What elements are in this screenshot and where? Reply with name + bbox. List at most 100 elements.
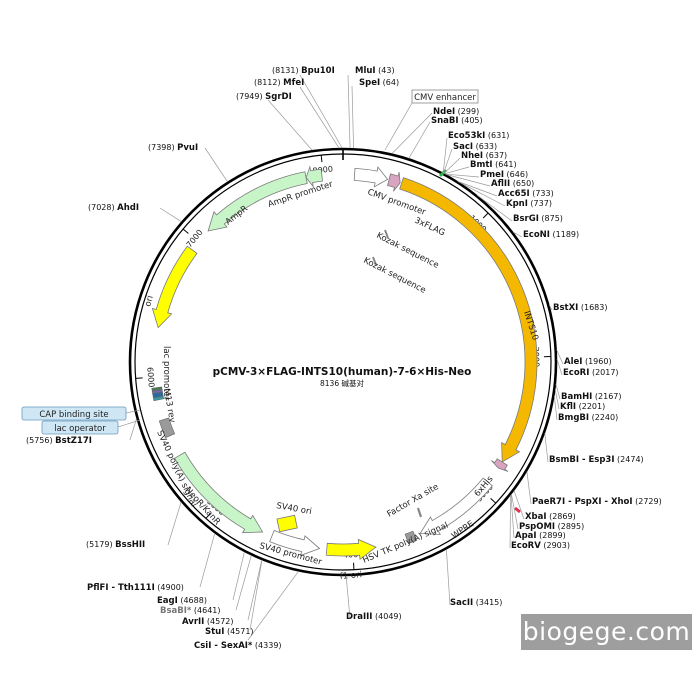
site-position: (5756) — [26, 436, 55, 445]
site-name: NdeI — [433, 107, 455, 117]
site-name: KflI — [560, 402, 576, 412]
feature-6xhis — [491, 458, 509, 472]
site-position: (64) — [380, 78, 399, 87]
site-leader — [445, 174, 491, 187]
plasmid-size: 8136 碱基对 — [320, 378, 364, 388]
site-name: Acc65I — [498, 189, 530, 199]
site-name: EagI — [157, 596, 178, 606]
lac-operator-label: lac operator — [54, 424, 106, 434]
site-position: (2869) — [547, 512, 576, 521]
site-name: ApaI — [515, 531, 537, 541]
site-leader — [299, 74, 343, 149]
tick-mark — [135, 377, 143, 379]
site-label: (8112) MfeI — [254, 78, 304, 88]
site-leader — [509, 495, 511, 549]
site-name: PflFI - Tth111I — [87, 583, 155, 593]
site-position: (2201) — [576, 402, 605, 411]
site-name: BsrGI — [513, 214, 539, 224]
site-name: BssHII — [115, 540, 145, 550]
site-label: (5756) BstZ17I — [26, 436, 92, 446]
site-position: (733) — [530, 189, 554, 198]
site-position: (4049) — [372, 612, 401, 621]
feature-ori — [151, 245, 198, 329]
site-position: (2240) — [589, 413, 618, 422]
site-label: EcoNI (1189) — [523, 230, 579, 240]
site-name: AvrII — [182, 617, 204, 627]
site-position: (43) — [376, 66, 395, 75]
site-name: BsaBI* — [160, 606, 192, 616]
site-label: ApaI (2899) — [515, 531, 566, 541]
feature-m13-rev — [151, 386, 163, 392]
site-name: MluI — [355, 66, 376, 76]
site-name: BstXI — [553, 303, 578, 313]
site-label: KpnI (737) — [506, 199, 552, 209]
site-name: SgrDI — [265, 92, 292, 102]
site-position: (631) — [485, 131, 509, 140]
feature-ampr-promoter — [305, 165, 323, 188]
tick-mark — [320, 155, 323, 163]
site-leader — [512, 231, 523, 238]
label-ori: ori — [143, 295, 156, 308]
site-label: StuI (4571) — [205, 627, 254, 637]
sv40-ori-box — [276, 514, 298, 533]
feature-sv40-polya — [158, 417, 176, 439]
feature-hsv-tk-polya — [404, 530, 418, 544]
site-label: NheI (637) — [461, 151, 507, 161]
site-leader — [476, 194, 513, 222]
site-name: StuI — [205, 627, 224, 637]
lac-operator-box — [41, 420, 119, 435]
site-label: EcoRI (2017) — [563, 368, 619, 378]
site-label: (7398) PvuI — [148, 143, 198, 153]
site-name: AleI — [564, 357, 582, 367]
site-leader — [554, 389, 560, 410]
site-leader — [345, 575, 351, 619]
site-position: (637) — [483, 151, 507, 160]
site-name: BamHI — [561, 392, 592, 402]
site-position: (7028) — [88, 203, 117, 212]
site-label: BsaBI* (4641) — [160, 606, 221, 616]
site-name: SacII — [450, 598, 473, 608]
site-name: BmgBI — [558, 413, 589, 423]
feature-ampr — [207, 171, 308, 232]
site-position: (2017) — [589, 368, 618, 377]
site-leader — [548, 304, 553, 311]
site-position: (650) — [510, 179, 534, 188]
site-label: SacII (3415) — [450, 598, 502, 608]
site-leader — [408, 121, 431, 159]
site-position: (2167) — [592, 392, 621, 401]
label-kozak-2: Kozak sequence — [362, 256, 428, 296]
cmv-enhancer-label: CMV enhancer — [414, 93, 476, 103]
site-position: (633) — [473, 142, 497, 151]
site-label: BsmBI - Esp3I (2474) — [549, 455, 644, 465]
site-position: (2729) — [633, 497, 662, 506]
site-position: (4572) — [204, 617, 233, 626]
label-hsv-tk: HSV TK poly(A) signal — [361, 521, 450, 566]
site-name: AhdI — [117, 203, 139, 213]
tick-mark — [482, 212, 489, 219]
site-name: PaeR7I - PspXI - XhoI — [532, 497, 633, 507]
site-leader — [391, 112, 433, 154]
site-label: BstXI (1683) — [553, 303, 607, 313]
site-label: MluI (43) — [355, 66, 395, 76]
feature-f1-ori — [325, 538, 377, 561]
site-position: (2474) — [615, 455, 644, 464]
site-label: Acc65I (733) — [498, 189, 554, 199]
site-leader — [446, 549, 451, 606]
feature-3xflag — [387, 172, 401, 192]
site-position: (2895) — [555, 522, 584, 531]
cmv-enhancer-box — [411, 89, 479, 104]
site-label: EagI (4688) — [157, 596, 207, 606]
site-name: Bpu10I — [301, 66, 335, 76]
site-label: PmeI (646) — [480, 170, 528, 180]
site-name: EcoRV — [511, 541, 541, 551]
cap-site-box — [21, 406, 127, 421]
cmv-enhancer-leader — [384, 102, 413, 151]
site-name: BstZ17I — [55, 436, 92, 446]
site-leader — [443, 157, 461, 174]
site-leader — [443, 148, 453, 174]
label-3xflag: 3xFLAG — [413, 216, 447, 239]
site-position: (8131) — [272, 66, 301, 75]
site-leader — [442, 137, 448, 173]
kozak-mark-2 — [372, 256, 377, 266]
